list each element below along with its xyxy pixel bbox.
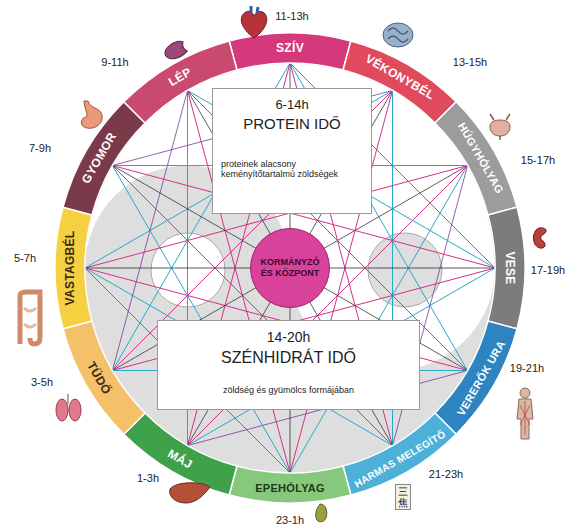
inner-circle — [85, 63, 495, 473]
box-heading: 14-20h — [166, 329, 411, 346]
time-label: 11-13h — [275, 10, 308, 22]
time-label: 5-7h — [14, 252, 36, 264]
time-box: 14-20hSZÉNHIDRÁT IDŐ zöldség és gyümölcs … — [157, 320, 420, 410]
ring-segment-shape — [229, 33, 351, 70]
ring-segment-shape — [63, 102, 145, 215]
ring-segment: TÜDŐ — [85, 359, 115, 396]
box-heading: 6-14h — [221, 97, 363, 113]
time-label: 17-19h — [531, 264, 565, 276]
ring-segment-shape — [124, 413, 237, 495]
ring-segment: VESE — [503, 251, 517, 284]
box-body: zöldség és gyümölcs formájában — [166, 385, 411, 396]
segment-label: HÚGYHÓLYAG — [455, 120, 505, 195]
organ-icons — [20, 6, 546, 522]
ring-segment-shape — [488, 207, 525, 329]
segment-label: VESE — [503, 251, 517, 284]
star-lines — [85, 63, 495, 473]
time-label: 9-11h — [101, 56, 128, 68]
segment-label: EPEHÓLYAG — [255, 482, 325, 494]
triple-burner-symbol: 三焦 — [395, 484, 411, 510]
liver-icon — [170, 483, 210, 503]
time-label: 15-17h — [521, 154, 555, 166]
ring-segment: LÉP — [166, 65, 194, 89]
segment-label: SZÍV — [276, 41, 304, 55]
time-label: 13-15h — [453, 56, 487, 68]
bladder-icon — [490, 114, 510, 140]
segment-label: VÉKONYBÉL — [363, 52, 437, 103]
ring-segment-shape — [229, 466, 351, 503]
box-body: proteinek alacsony keményítőtartalmú zöl… — [221, 159, 363, 181]
time-label: 3-5h — [31, 376, 53, 388]
lungs-icon — [56, 394, 81, 421]
box-heading: PROTEIN IDŐ — [221, 115, 363, 133]
ring-segment-shape — [435, 321, 517, 434]
ring-segment-shape — [343, 413, 456, 495]
ring-segment: MÁJ — [165, 446, 195, 471]
ring-segment: SZÍV — [276, 41, 304, 55]
ring-segment-shape — [63, 321, 145, 434]
segment-label: GYOMOR — [79, 130, 119, 186]
time-label: 1-3h — [137, 472, 159, 484]
ring-segment-shape — [435, 102, 517, 215]
kidney-icon — [533, 228, 546, 248]
heart-icon — [241, 6, 266, 38]
ring-segment: VÉKONYBÉL — [363, 52, 437, 103]
box-heading: SZÉNHIDRÁT IDŐ — [166, 348, 411, 367]
time-box: 6-14hPROTEIN IDŐ proteinek alacsony kemén… — [212, 88, 372, 214]
large-intestine-icon — [20, 292, 40, 344]
small-intestine-icon — [383, 23, 413, 47]
ring-segment-shape — [55, 207, 92, 329]
time-label: 21-23h — [429, 468, 463, 480]
time-label: 19-21h — [510, 362, 544, 374]
ring-segment: EPEHÓLYAG — [255, 482, 325, 494]
center-label: KORMÁNYZÓ ÉS KÖZPONT — [259, 257, 321, 280]
time-label: 23-1h — [276, 514, 304, 526]
ring-segment: VERERŐK URA — [454, 338, 507, 417]
segment-label: TÜDŐ — [85, 359, 115, 396]
segment-label: VASTAGBÉL — [63, 231, 77, 306]
ring — [55, 33, 525, 503]
stomach-icon — [81, 101, 102, 128]
time-label: 7-9h — [29, 142, 51, 154]
gallbladder-icon — [316, 504, 327, 522]
body-figure-icon — [517, 388, 533, 439]
segment-label: MÁJ — [165, 446, 195, 471]
spleen-icon — [162, 39, 189, 63]
ring-segment: VASTAGBÉL — [63, 231, 77, 306]
center-circle: KORMÁNYZÓ ÉS KÖZPONT — [250, 228, 330, 308]
segment-label: LÉP — [166, 65, 194, 89]
ring-segment: HÚGYHÓLYAG — [455, 120, 505, 195]
ring-segment: GYOMOR — [79, 130, 119, 186]
segment-label: VERERŐK URA — [454, 338, 507, 417]
